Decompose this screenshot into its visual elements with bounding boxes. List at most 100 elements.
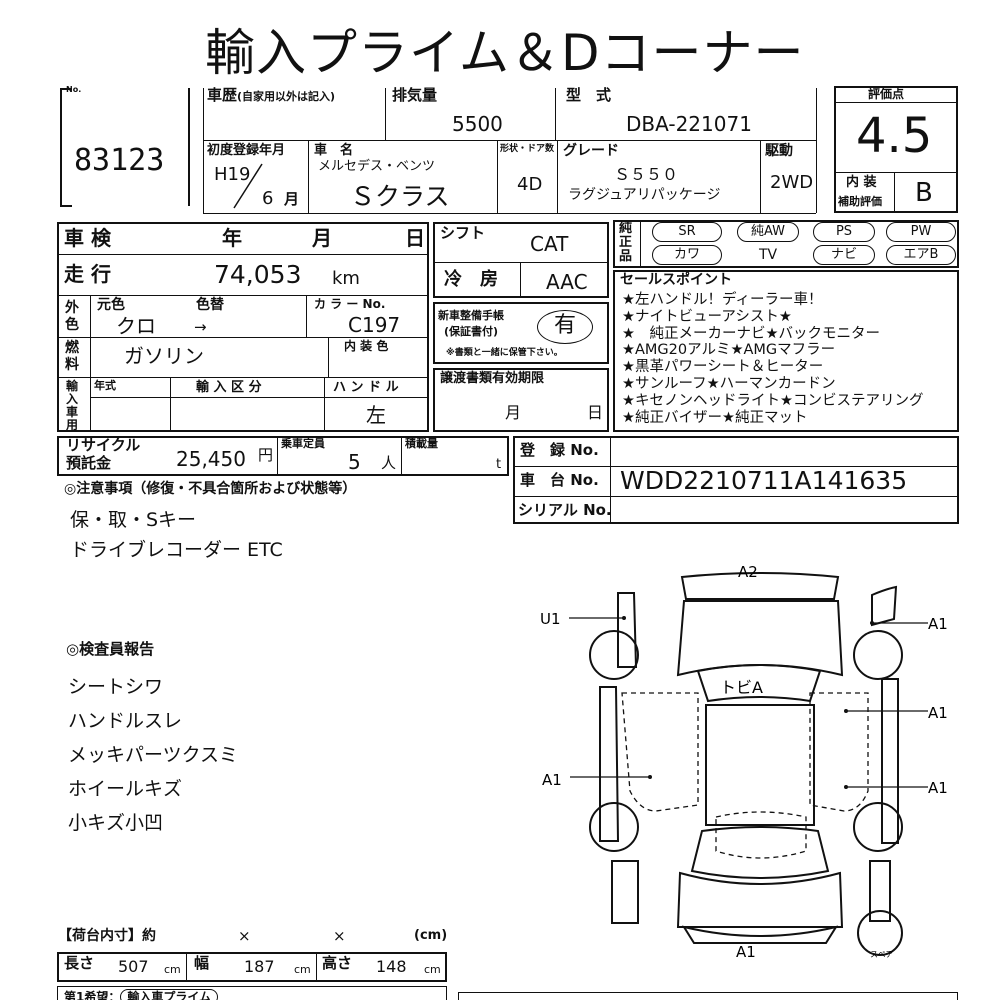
sales-point-line: ★ 純正メーカーナビ★バックモニター <box>622 325 880 342</box>
diagram-label-top: A2 <box>738 563 758 581</box>
equip-leather: カワ <box>652 245 722 265</box>
shift-value: CAT <box>530 232 569 256</box>
inspector-note-line: 小キズ小凹 <box>68 812 164 834</box>
import-car-label: 輸入車用 <box>66 379 79 432</box>
first-reg-month-unit: 月 <box>284 190 300 208</box>
grid-line <box>57 295 429 296</box>
doors-label: 形状・ドア数 <box>500 144 555 154</box>
grade-line2: ラグジュアリパッケージ <box>568 187 721 203</box>
grade-line1: Ｓ５５０ <box>614 165 679 184</box>
grid-line <box>186 952 187 982</box>
lot-bracket-bottom <box>60 205 72 207</box>
grid-line <box>557 140 558 213</box>
color-arrow: → <box>194 318 207 336</box>
grid-line <box>640 220 641 268</box>
note-line: 保・取・Sキー <box>70 509 197 531</box>
mileage-label: 走 行 <box>64 262 111 286</box>
handle-label: ハ ン ド ル <box>333 380 399 395</box>
grid-line <box>433 262 609 263</box>
cargo-width-label: 幅 <box>194 954 210 972</box>
cargo-x2: × <box>333 927 346 945</box>
grid-line <box>57 337 429 338</box>
import-class-label: 輸 入 区 分 <box>196 380 262 395</box>
footer-hope-value: 輸入車プライム <box>120 989 219 1000</box>
equip-aw: 純AW <box>737 222 799 242</box>
interior-color-label: 内 装 色 <box>344 339 389 353</box>
grid-line <box>306 295 307 337</box>
diagram-label-left-front: U1 <box>540 610 561 628</box>
cargo-length-cm: cm <box>164 963 181 976</box>
sales-point-line: ★サンルーフ★ハーマンカードン <box>622 375 836 392</box>
shift-aircon-table <box>433 222 609 298</box>
diagram-label-right-rear: A1 <box>928 779 948 797</box>
car-diagram: A2 U1 A1 A1 A1 A1 A1 トビA スペア <box>540 563 948 961</box>
grid-line <box>203 140 816 141</box>
cargo-length: 507 <box>118 957 149 976</box>
grid-line <box>894 172 895 213</box>
equip-ps: PS <box>813 222 875 242</box>
grid-line <box>170 377 171 432</box>
inspection-year: 年 <box>222 226 242 250</box>
aircon-value: AAC <box>546 270 588 294</box>
inspector-note-line: シートシワ <box>68 676 164 698</box>
grid-line <box>324 377 325 432</box>
interior-value: B <box>915 178 933 208</box>
lot-bracket-top <box>60 88 72 90</box>
equipment-label: 純正品 <box>619 221 633 264</box>
grid-line <box>90 377 91 432</box>
cargo-label: 【荷台内寸】約 <box>58 928 156 944</box>
manual-note: ※書類と一緒に保管下さい。 <box>446 348 563 358</box>
manual-box <box>433 302 609 364</box>
grid-line <box>816 88 817 213</box>
capacity-value: 5 <box>348 450 361 474</box>
cargo-height: 148 <box>376 957 407 976</box>
page-title: 輸入プライム＆Dコーナー <box>205 24 805 82</box>
notes-label: ◎注意事項（修復・不具合箇所および状態等） <box>64 481 357 497</box>
orig-color-label: 元色 <box>97 297 125 313</box>
grid-line <box>834 102 958 103</box>
inspector-note-line: ホイールキズ <box>68 778 183 800</box>
lot-label: No. <box>66 85 82 94</box>
equip-pw: PW <box>886 222 956 242</box>
grid-line <box>57 254 429 255</box>
first-reg-label: 初度登録年月 <box>207 143 286 158</box>
inspection-month: 月 <box>312 226 332 250</box>
equip-airbag: エアB <box>886 245 956 265</box>
grid-line <box>555 88 556 140</box>
cargo-height-cm: cm <box>424 963 441 976</box>
grid-line <box>401 436 402 476</box>
sales-points-box <box>613 270 959 432</box>
aircon-label: 冷 房 <box>444 269 498 290</box>
recycle-value: 25,450 <box>176 447 246 471</box>
history-label: 車歴(自家用以外は記入) <box>207 86 336 104</box>
diagram-label-bottom: A1 <box>736 943 756 961</box>
grade-label: グレード <box>563 143 619 159</box>
cargo-box <box>57 952 447 982</box>
sales-points-list: ★左ハンドル！ディーラー車！★ナイトビューアシスト★★ 純正メーカーナビ★バック… <box>622 292 924 426</box>
capacity-unit: 人 <box>381 454 397 472</box>
diagram-label-right-mid: A1 <box>928 704 948 722</box>
grid-line <box>203 88 204 213</box>
equipment-box <box>613 220 959 268</box>
load-label: 積載量 <box>405 437 438 450</box>
inspector-list: シートシワハンドルスレメッキパーツクスミホイールキズ小キズ小凹 <box>68 670 238 840</box>
first-reg-era: H19 <box>214 164 251 185</box>
sales-point-line: ★黒革パワーシート＆ヒーター <box>622 359 824 376</box>
grid-line <box>316 952 317 982</box>
drive-label: 駆動 <box>765 143 793 159</box>
serial-label: シリアル No. <box>518 501 612 519</box>
transfer-month: 月 <box>505 403 522 422</box>
spare-label: スペア <box>870 950 893 959</box>
manual-label1: 新車整備手帳 <box>438 309 504 322</box>
footer-box <box>57 986 447 1000</box>
displacement-value: 5500 <box>452 112 503 136</box>
color-no-label: カ ラ ー No. <box>314 297 386 311</box>
recycle-label1: リサイクル <box>66 436 141 454</box>
footer-right-box <box>458 992 958 1000</box>
change-color-label: 色替 <box>196 297 224 313</box>
grid-line <box>610 436 611 524</box>
slash-divider <box>233 163 263 209</box>
manual-value: 有 <box>554 313 577 338</box>
inspector-note-line: ハンドルスレ <box>68 710 183 732</box>
cargo-width: 187 <box>244 957 275 976</box>
